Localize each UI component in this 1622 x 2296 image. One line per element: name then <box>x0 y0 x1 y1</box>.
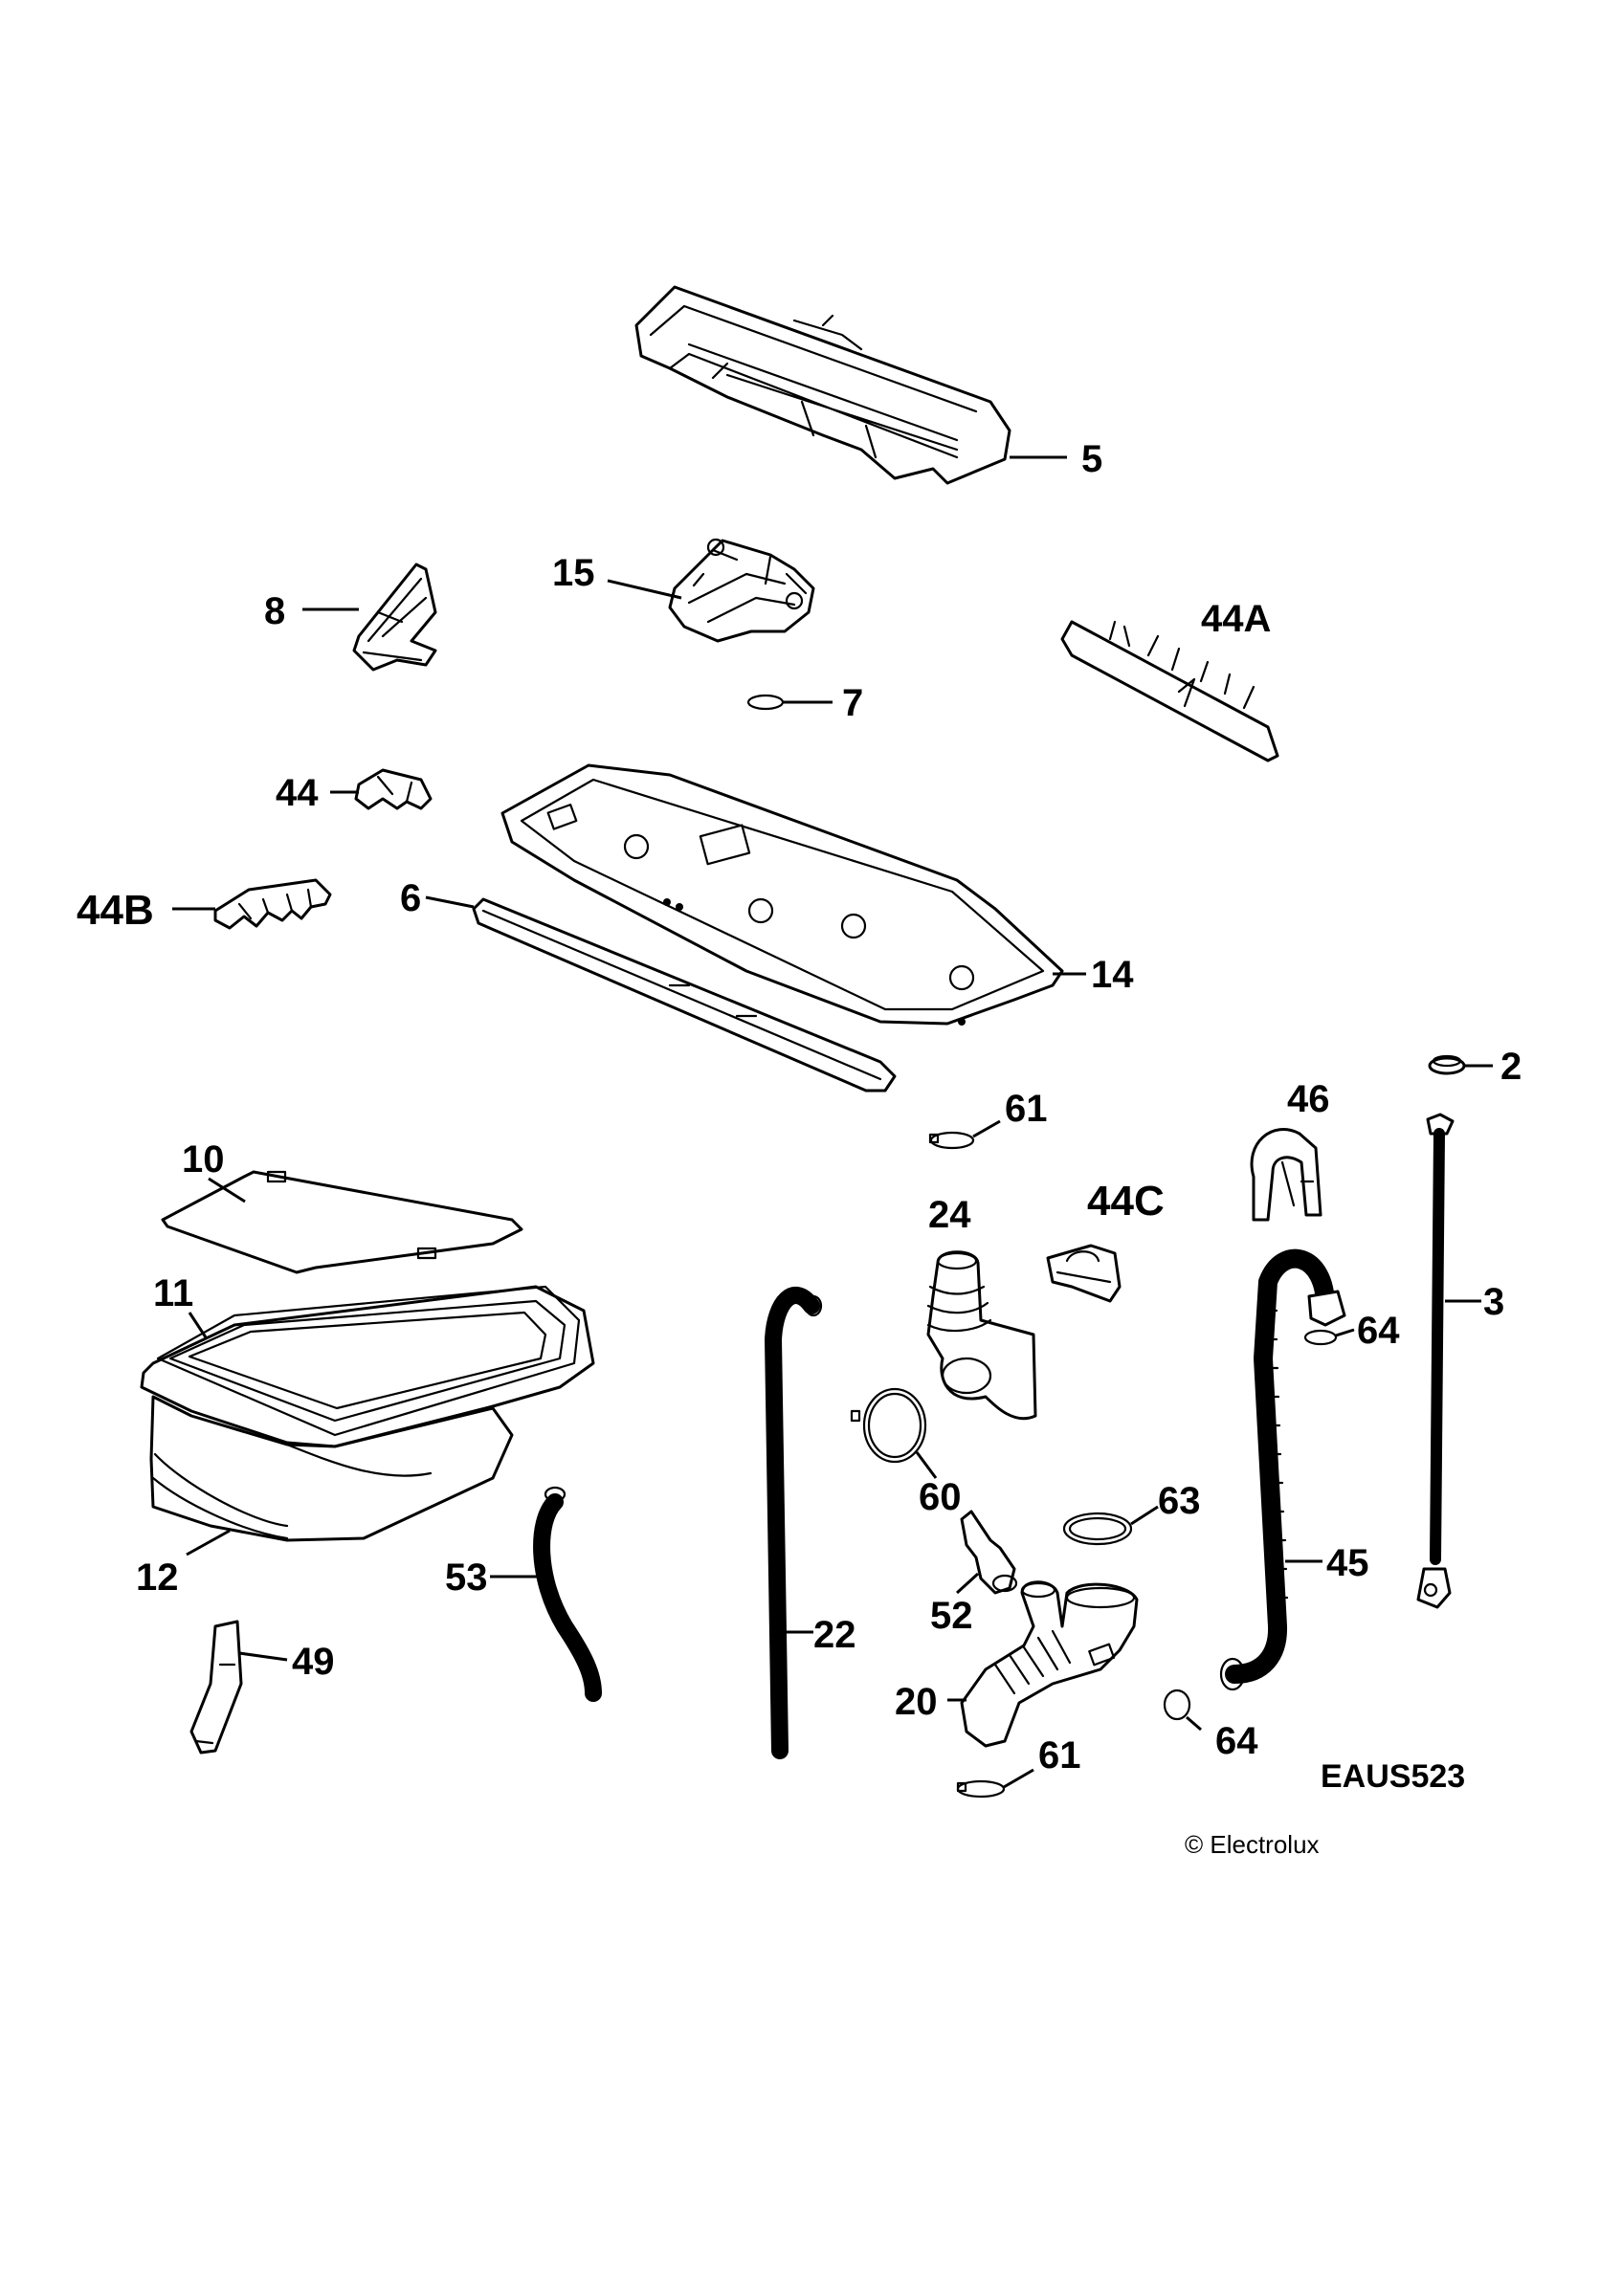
part-45-drain-hose <box>1219 1248 1346 1691</box>
callout-53: 53 <box>445 1556 488 1599</box>
part-12-tub-cover <box>149 1395 514 1542</box>
part-64-lower-clamp <box>1163 1689 1191 1721</box>
callout-7: 7 <box>842 682 863 724</box>
part-20-sump-hose <box>960 1580 1139 1748</box>
callout-2: 2 <box>1500 1046 1522 1088</box>
part-10-lid <box>161 1170 523 1274</box>
callout-3: 3 <box>1483 1281 1504 1323</box>
leader-64a <box>1335 1328 1355 1337</box>
callout-15: 15 <box>552 552 595 594</box>
diagram-code: EAUS523 <box>1321 1758 1465 1795</box>
leader-63 <box>1130 1505 1159 1526</box>
part-44a-harness-bracket <box>1060 620 1279 762</box>
part-52-connector <box>960 1510 1018 1595</box>
callout-46: 46 <box>1287 1078 1330 1120</box>
part-46-hose-hook <box>1250 1128 1322 1222</box>
leader-61a <box>972 1119 1001 1138</box>
leader-11 <box>188 1312 208 1338</box>
part-44b-multi-clip <box>213 878 332 930</box>
part-61-lower-clamp <box>956 1779 1006 1799</box>
part-22-long-hose <box>765 1287 823 1759</box>
part-60-clamp-ring <box>850 1387 927 1464</box>
callout-6: 6 <box>400 877 421 919</box>
callout-61b: 61 <box>1038 1734 1081 1777</box>
part-11-tub-gasket <box>140 1285 595 1448</box>
part-8-clip <box>352 563 437 672</box>
callout-20: 20 <box>895 1681 938 1723</box>
leader-61b <box>1003 1768 1034 1789</box>
part-3-inlet-pipe <box>1416 1113 1455 1609</box>
callout-49: 49 <box>292 1641 335 1683</box>
leader-64b <box>1186 1715 1202 1732</box>
leader-49 <box>238 1651 288 1662</box>
callout-8: 8 <box>264 590 285 632</box>
callout-44: 44 <box>276 772 319 814</box>
part-14-top-panel <box>500 763 1064 1026</box>
part-44c-bracket-clip <box>1046 1244 1122 1303</box>
leader-12 <box>186 1529 231 1556</box>
callout-10: 10 <box>182 1138 225 1181</box>
callout-44b: 44B <box>77 887 154 934</box>
leader-60 <box>915 1451 938 1479</box>
callout-12: 12 <box>136 1556 179 1599</box>
part-6-seal-strip <box>472 897 897 1093</box>
callout-64b: 64 <box>1215 1720 1258 1762</box>
callout-24: 24 <box>928 1194 971 1236</box>
part-2-cap <box>1428 1054 1466 1075</box>
callout-61a: 61 <box>1005 1088 1048 1130</box>
callout-11: 11 <box>153 1272 193 1314</box>
callout-64a: 64 <box>1357 1310 1400 1352</box>
callout-22: 22 <box>813 1614 856 1656</box>
part-7-o-ring <box>746 694 785 711</box>
leader-52 <box>955 1572 980 1595</box>
part-49-bracket <box>189 1620 243 1755</box>
callout-44c: 44C <box>1087 1178 1165 1225</box>
leader-15 <box>607 579 682 600</box>
part-64-upper-clamp <box>1303 1329 1338 1346</box>
leader-6 <box>425 895 475 909</box>
callout-63: 63 <box>1158 1480 1201 1522</box>
part-44-small-clip <box>354 768 433 810</box>
leader-10 <box>208 1177 246 1203</box>
callout-45: 45 <box>1326 1542 1369 1584</box>
callout-44a: 44A <box>1201 598 1271 640</box>
part-53-small-hose <box>533 1486 602 1702</box>
callout-60: 60 <box>919 1476 962 1518</box>
copyright-notice: © Electrolux <box>1185 1830 1320 1859</box>
callout-52: 52 <box>930 1595 973 1637</box>
part-5-panel-bracket <box>634 285 1011 485</box>
part-24-bellows-hose <box>926 1250 1037 1421</box>
part-61-upper-clamp <box>928 1131 975 1150</box>
callout-14: 14 <box>1091 954 1134 996</box>
part-15-valve <box>668 538 815 643</box>
part-63-clamp <box>1062 1512 1133 1546</box>
callout-5: 5 <box>1081 438 1102 480</box>
